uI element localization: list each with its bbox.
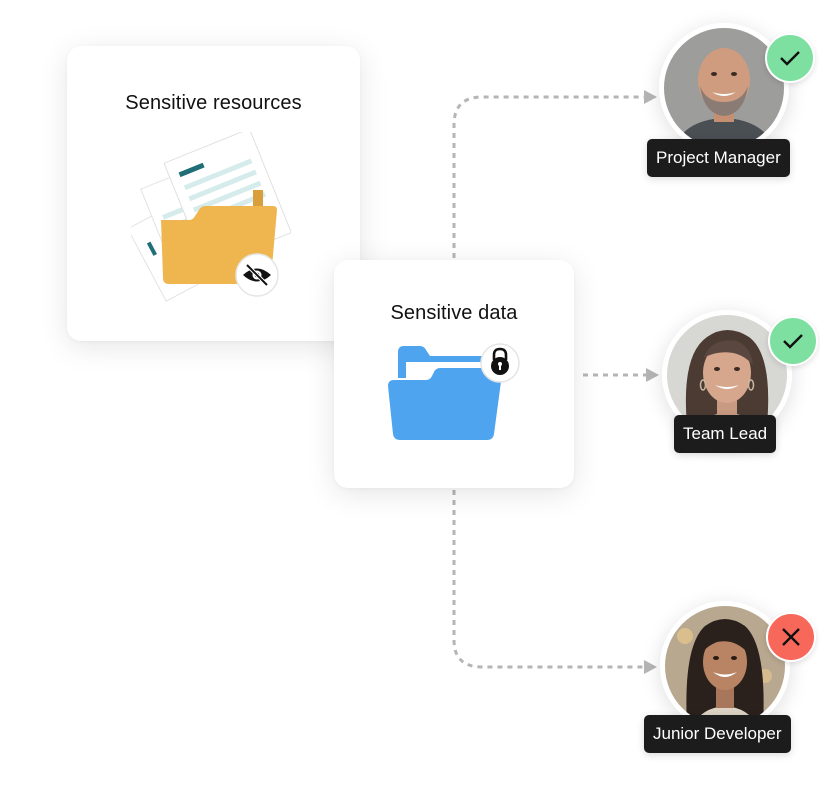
access-denied-badge — [766, 612, 816, 662]
access-granted-badge — [768, 316, 818, 366]
check-icon — [783, 334, 803, 349]
card-title: Sensitive data — [390, 302, 518, 324]
eye-slash-icon — [243, 263, 271, 287]
arrowhead-icon — [644, 90, 657, 104]
arrowhead-icon — [644, 660, 657, 674]
arrowhead-icon — [646, 368, 659, 382]
avatar-junior-developer — [660, 601, 790, 731]
sensitive-resources-card: Sensitive resources — [67, 46, 360, 341]
role-label-team-lead: Team Lead — [674, 415, 777, 453]
access-granted-badge — [765, 33, 815, 83]
sensitive-data-card: Sensitive data — [334, 260, 574, 488]
connector-to-junior-developer — [452, 490, 644, 669]
locked-folder-illustration — [388, 343, 520, 440]
connector-to-project-manager — [452, 95, 644, 258]
x-icon — [782, 628, 800, 646]
role-label-project-manager: Project Manager — [647, 139, 790, 177]
lock-icon — [491, 347, 509, 375]
role-label-junior-developer: Junior Developer — [644, 715, 791, 753]
check-icon — [780, 51, 800, 66]
card-title: Sensitive resources — [125, 92, 302, 114]
documents-folder-illustration — [131, 132, 291, 302]
